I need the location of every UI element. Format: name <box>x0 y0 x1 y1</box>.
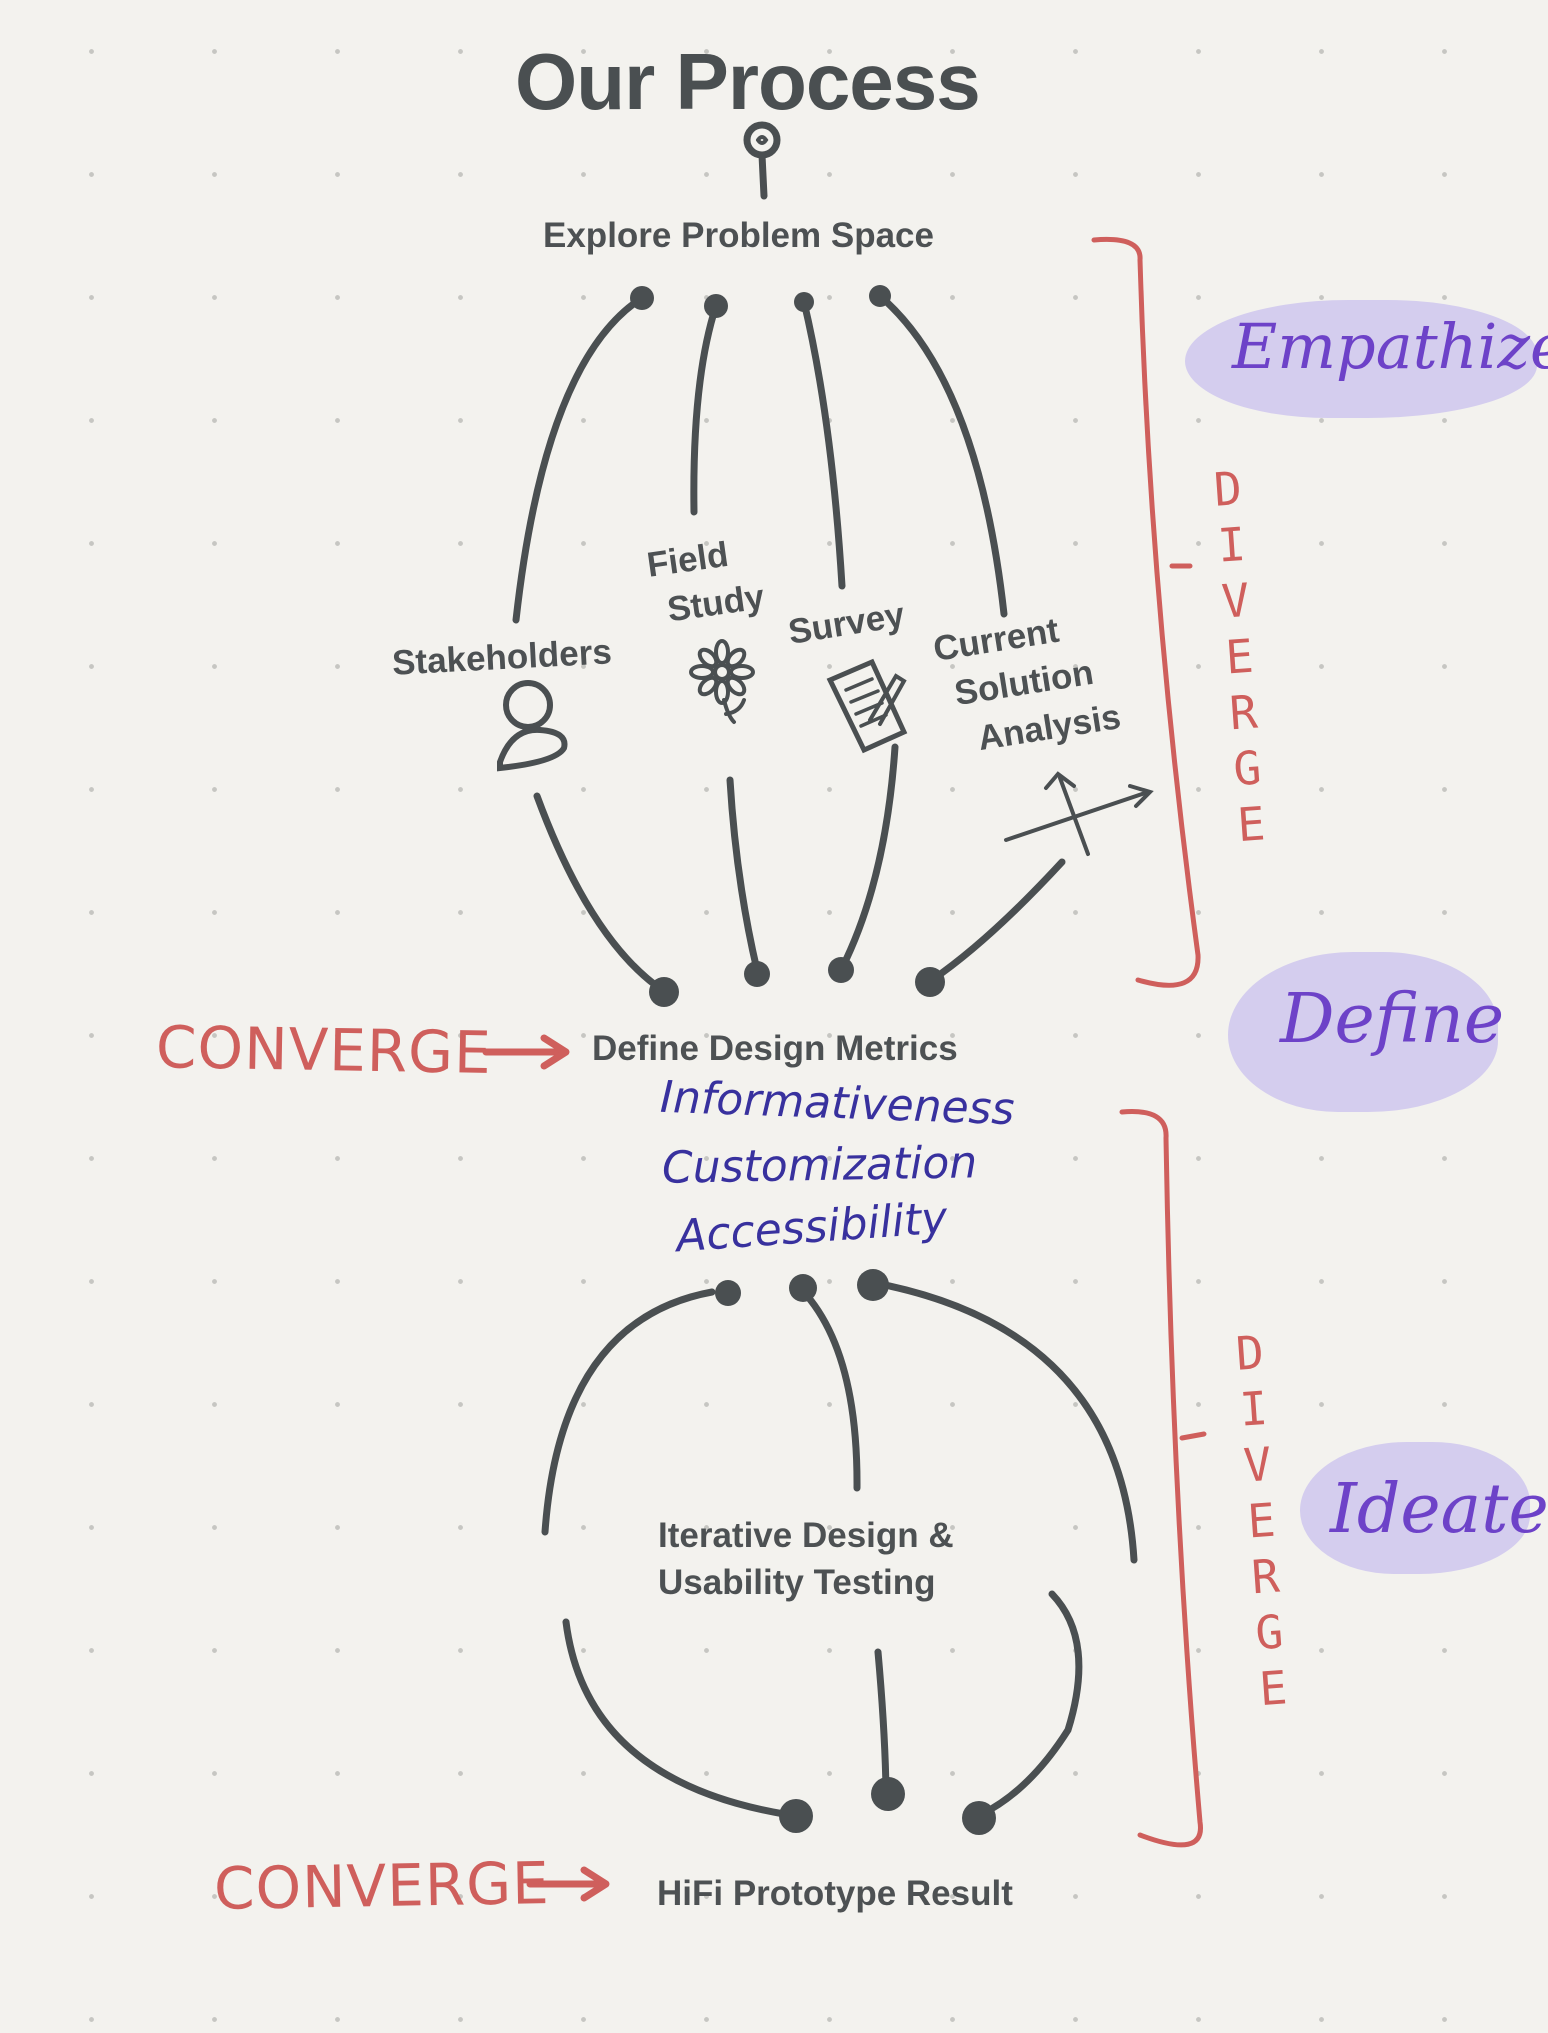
metric-customization: Customization <box>661 1137 978 1194</box>
connector-hifi-mid <box>874 1648 890 1794</box>
hifi-prototype-label: HiFi Prototype Result <box>657 1874 1013 1913</box>
iterative-design-label: Iterative Design & Usability Testing <box>658 1512 954 1607</box>
diverge-letter: V <box>1219 572 1252 629</box>
diverge-letter: I <box>1215 516 1248 573</box>
node-dot <box>630 286 654 310</box>
diverge-letter: I <box>1237 1380 1270 1437</box>
phase-empathize: Empathize <box>1232 310 1548 383</box>
connector-stakeholders-up <box>512 294 646 624</box>
empathize-highlight <box>1185 300 1537 418</box>
node-dot <box>744 961 770 987</box>
connector-iterate-right-up <box>871 1279 1138 1564</box>
page-title: Our Process <box>515 37 981 126</box>
diverge-bracket-top <box>1091 236 1201 988</box>
node-dot <box>857 1269 889 1301</box>
diverge-letter: G <box>1253 1604 1286 1661</box>
diverge-letter: E <box>1257 1660 1289 1717</box>
diverge-letter: E <box>1245 1492 1278 1549</box>
flower-icon <box>689 639 755 724</box>
diverge-letter: D <box>1234 1325 1266 1381</box>
node-dot <box>869 285 891 307</box>
diverge-letter: V <box>1241 1436 1274 1493</box>
define-design-metrics-label: Define Design Metrics <box>592 1029 958 1068</box>
connector-current-up <box>876 292 1008 618</box>
connector-survey-down <box>838 743 899 972</box>
diverge-letter: E <box>1223 628 1256 685</box>
iterative-line-1: Iterative Design & <box>658 1516 954 1555</box>
lightbulb-icon <box>743 121 781 200</box>
diverge-letter: G <box>1231 740 1264 797</box>
node-dot <box>649 977 679 1007</box>
define-highlight <box>1228 952 1498 1112</box>
node-dot <box>779 1799 813 1833</box>
connector-stakeholders-down <box>533 792 666 994</box>
diverge-letter: D <box>1212 461 1244 517</box>
person-icon <box>497 680 568 772</box>
connector-hifi-left <box>562 1618 788 1818</box>
clipboard-icon <box>826 658 908 754</box>
field-study-label: Field Study <box>644 527 767 636</box>
arrow-right-icon <box>482 1034 570 1070</box>
chart-axes-icon <box>1004 771 1154 856</box>
connector-survey-up <box>800 298 846 590</box>
converge-label-bottom: CONVERGE <box>213 1849 551 1923</box>
connector-iterate-mid-up <box>798 1286 861 1492</box>
connector-hifi-right <box>978 1590 1083 1818</box>
explore-problem-space-label: Explore Problem Space <box>543 216 934 255</box>
connector-iterate-left-up <box>541 1288 716 1536</box>
diverge-letter: R <box>1249 1548 1282 1605</box>
arrow-right-icon <box>526 1866 610 1902</box>
current-solution-label: Current Solution Analysis <box>930 599 1124 766</box>
iterative-line-2: Usability Testing <box>658 1563 936 1603</box>
converge-label-top: CONVERGE <box>155 1013 493 1087</box>
node-dot <box>715 1280 741 1306</box>
diverge-letter: E <box>1235 796 1267 853</box>
node-dot <box>962 1801 996 1835</box>
phase-ideate: Ideate <box>1330 1470 1548 1549</box>
ideate-highlight <box>1300 1442 1530 1574</box>
connector-fieldstudy-down <box>726 776 761 974</box>
node-dot <box>789 1274 817 1302</box>
node-dot <box>871 1777 905 1811</box>
connector-current-down <box>928 858 1066 984</box>
node-dot <box>794 292 814 312</box>
connector-fieldstudy-up <box>690 302 720 516</box>
diverge-letter: R <box>1227 684 1260 741</box>
node-dot <box>704 294 728 318</box>
node-dot <box>828 957 854 983</box>
phase-define: Define <box>1280 980 1505 1059</box>
node-dot <box>915 967 945 997</box>
diverge-bracket-bottom <box>1119 1109 1203 1848</box>
